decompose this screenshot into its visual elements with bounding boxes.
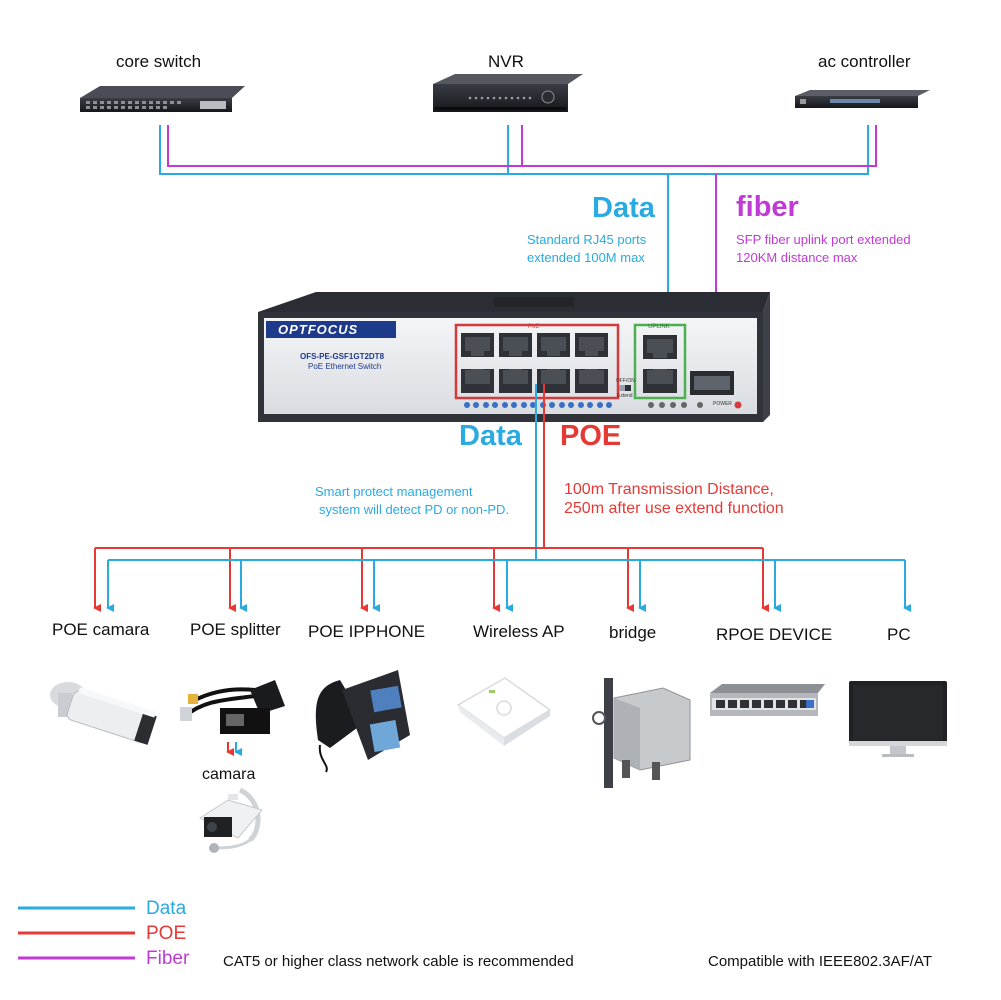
rj45-ports (461, 333, 734, 395)
poe-group-label: PoE (528, 324, 540, 330)
uplink-fiber-note-1: SFP fiber uplink port extended (736, 232, 911, 247)
downlink-poe-cables (93, 547, 769, 612)
mode-switch (619, 385, 631, 391)
device-label-poe-ipphone: POE IPPHONE (308, 622, 426, 641)
poe-switch (258, 292, 770, 422)
poe-port-3 (537, 333, 570, 357)
uplink-port-10 (643, 369, 677, 393)
wireless-ap-icon (456, 677, 552, 746)
poe-splitter-icon (180, 680, 285, 756)
poe-port-6 (499, 369, 532, 393)
downlink-data-note-2: system will detect PD or non-PD. (319, 502, 510, 517)
nvr-label: NVR (488, 52, 524, 71)
downlink-poe-note-1: 100m Transmission Distance, (564, 481, 774, 498)
device-label-wireless-ap: Wireless AP (473, 622, 565, 641)
sfp-port (690, 371, 734, 395)
bullet-camera-icon (50, 682, 157, 745)
power-label: POWER (713, 401, 732, 407)
device-label-bridge: bridge (609, 623, 657, 642)
bridge-icon (592, 678, 691, 788)
switch-brand-logo: OPTFOCUS (278, 322, 359, 337)
power-led (734, 401, 742, 409)
downlink-poe-title: POE (560, 420, 622, 452)
uplink-data-note-2: extended 100M max (527, 250, 645, 265)
downlink-data-cables (106, 559, 911, 612)
camera-icon (199, 787, 263, 853)
downlink-poe-note-2: 250m after use extend function (564, 500, 784, 517)
poe-port-5 (461, 369, 494, 393)
ip-phone-icon (315, 670, 410, 773)
legend-fiber: Fiber (146, 948, 190, 969)
legend-poe: POE (146, 923, 187, 944)
uplink-port-group (633, 323, 687, 400)
downlink-trunk (535, 384, 545, 560)
core-switch-icon (80, 86, 245, 112)
nvr-icon (433, 74, 583, 112)
poe-port-8 (575, 369, 608, 393)
switch-model: OFS-PE-GSF1GT2DT8 (300, 352, 385, 361)
poe-port-2 (499, 333, 532, 357)
uplink-fiber-title: fiber (736, 191, 799, 223)
poe-port-7 (537, 369, 570, 393)
poe-port-1 (461, 333, 494, 357)
device-label-rpoe-device: RPOE DEVICE (716, 625, 833, 644)
port-leds (464, 401, 742, 409)
uplink-data-title: Data (592, 192, 655, 224)
brand-plate (266, 321, 396, 338)
core-switch-label: core switch (116, 52, 202, 71)
legend-lines (18, 906, 135, 960)
device-label-poe-splitter: POE splitter (190, 620, 281, 639)
switch-subtitle: PoE Ethernet Switch (308, 362, 382, 371)
mode-label-2: Extend (617, 393, 633, 399)
downlink-data-title: Data (459, 420, 522, 452)
splitter-output-label: camara (202, 766, 256, 783)
uplink-group-label: UPLINK (648, 324, 670, 330)
mode-label-1: OFF/ON (616, 378, 635, 384)
cable-note: CAT5 or higher class network cable is re… (223, 953, 574, 970)
ac-controller-label: ac controller (818, 52, 911, 71)
uplink-port-9 (643, 335, 677, 359)
compat-note: Compatible with IEEE802.3AF/AT (708, 953, 932, 970)
ac-controller-icon (795, 90, 930, 108)
downlink-data-note-1: Smart protect management (315, 484, 473, 499)
device-label-pc: PC (887, 625, 911, 644)
poe-port-4 (575, 333, 608, 357)
legend-data: Data (146, 898, 187, 919)
device-label-poe-camera: POE camara (52, 620, 150, 639)
pc-monitor-icon (849, 681, 947, 757)
rpoe-device-icon (710, 684, 825, 716)
uplink-fiber-note-2: 120KM distance max (736, 250, 858, 265)
uplink-data-note-1: Standard RJ45 ports (527, 232, 647, 247)
